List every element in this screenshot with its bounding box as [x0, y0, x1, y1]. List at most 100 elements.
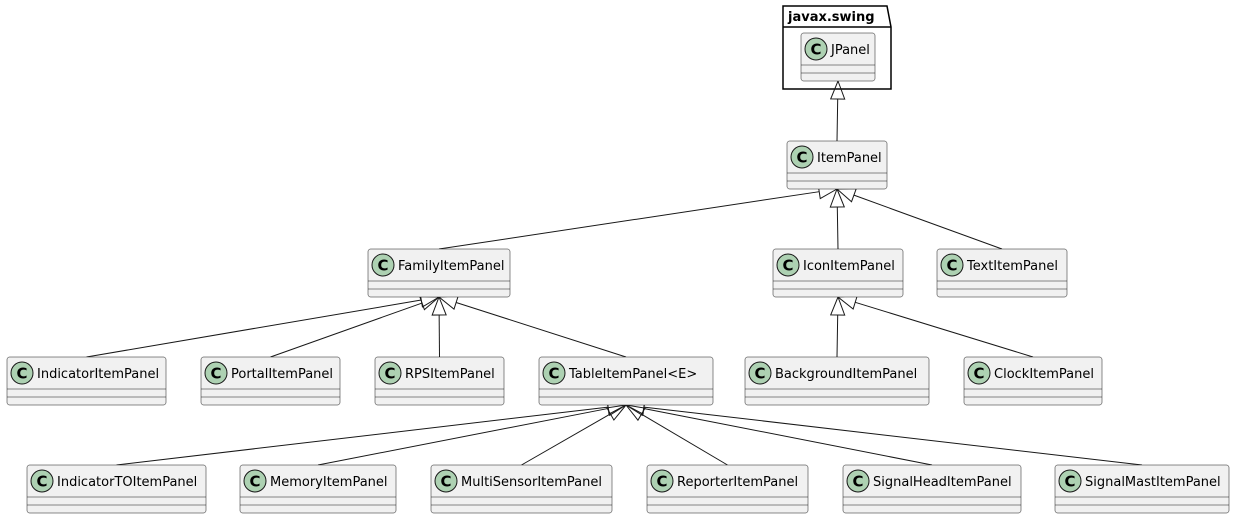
class-stereotype-icon [1058, 469, 1082, 493]
class-name: IconItemPanel [803, 259, 895, 274]
class-stereotype-icon [790, 145, 814, 169]
stereotype-letter: C [440, 473, 451, 491]
stereotype-letter: C [249, 473, 260, 491]
class-portal-item-panel[interactable]: C PortalItemPanel [200, 356, 341, 406]
inheritance-signal-head-item-panel-to-table-item-panel [624, 400, 933, 466]
generalization-arrowhead [829, 79, 846, 100]
class-stereotype-icon [940, 253, 964, 277]
stereotype-letter: C [377, 257, 388, 275]
class-box [26, 464, 207, 514]
generalization-arrowhead [606, 404, 628, 421]
class-box [374, 356, 505, 406]
generalization-arrowhead [829, 187, 846, 208]
inheritance-line [270, 302, 423, 358]
inheritance-line [317, 407, 609, 466]
class-box [538, 356, 714, 406]
stereotype-letter: C [548, 365, 559, 383]
inheritance-multi-sensor-item-panel-to-table-item-panel [521, 404, 628, 466]
class-stereotype-icon [650, 469, 674, 493]
class-name: FamilyItemPanel [398, 259, 505, 274]
generalization-arrowhead [829, 295, 846, 316]
class-box [646, 464, 809, 514]
class-stereotype-icon [371, 253, 395, 277]
inheritance-indicator-item-panel-to-family-item-panel [86, 292, 441, 358]
inheritance-line [836, 314, 839, 358]
class-multi-sensor-item-panel[interactable]: C MultiSensorItemPanel [430, 464, 613, 514]
class-stereotype-icon [804, 37, 828, 61]
class-name: TextItemPanel [966, 259, 1058, 274]
stereotype-letter: C [210, 365, 221, 383]
class-box [842, 464, 1022, 514]
inheritance-line [643, 406, 1143, 466]
class-name: IndicatorTOItemPanel [57, 475, 197, 490]
generalization-arrowhead [836, 295, 858, 310]
inheritance-item-panel-to-jpanel [829, 79, 846, 142]
inheritance-line [438, 191, 820, 250]
inheritance-background-item-panel-to-icon-item-panel [829, 295, 846, 358]
class-box [1054, 464, 1230, 514]
class-stereotype-icon [846, 469, 870, 493]
inheritance-line [853, 194, 1003, 250]
class-name: MultiSensorItemPanel [461, 475, 602, 490]
class-stereotype-icon [30, 469, 54, 493]
inheritance-line [836, 206, 839, 250]
class-stereotype-icon [204, 361, 228, 385]
class-name: SignalHeadItemPanel [873, 475, 1012, 490]
class-box [6, 356, 167, 406]
stereotype-letter: C [810, 41, 821, 59]
inheritance-line [836, 98, 839, 142]
class-stereotype-icon [378, 361, 402, 385]
inheritance-text-item-panel-to-item-panel [835, 188, 1003, 250]
class-box [772, 248, 904, 298]
inheritance-portal-item-panel-to-family-item-panel [270, 295, 441, 358]
class-name: PortalItemPanel [231, 367, 333, 382]
inheritance-line [521, 413, 611, 466]
class-name: JPanel [830, 43, 870, 58]
class-stereotype-icon [10, 361, 34, 385]
inheritance-line [855, 301, 1034, 358]
inheritance-line [86, 299, 422, 358]
class-name: SignalMastItemPanel [1085, 475, 1221, 490]
stereotype-letter: C [973, 365, 984, 383]
stereotype-letter: C [384, 365, 395, 383]
inheritance-line [641, 413, 728, 466]
class-stereotype-icon [542, 361, 566, 385]
class-name: IndicatorItemPanel [37, 367, 159, 382]
class-box [200, 356, 341, 406]
inheritance-clock-item-panel-to-icon-item-panel [836, 295, 1034, 358]
class-background-item-panel[interactable]: C BackgroundItemPanel [744, 356, 930, 406]
class-box [936, 248, 1068, 298]
class-stereotype-icon [243, 469, 267, 493]
class-signal-head-item-panel[interactable]: C SignalHeadItemPanel [842, 464, 1022, 514]
stereotype-letter: C [852, 473, 863, 491]
inheritance-rps-item-panel-to-family-item-panel [431, 295, 447, 358]
inheritance-line [643, 407, 933, 466]
class-box [963, 356, 1103, 406]
class-stereotype-icon [776, 253, 800, 277]
stereotype-letter: C [782, 257, 793, 275]
class-jpanel[interactable]: C JPanel [800, 32, 876, 82]
inheritance-line [455, 302, 627, 358]
class-box [367, 248, 511, 298]
class-table-item-panel[interactable]: C TableItemPanel<E> [538, 356, 714, 406]
class-icon-item-panel[interactable]: C IconItemPanel [772, 248, 904, 298]
class-box [744, 356, 930, 406]
class-name: BackgroundItemPanel [775, 367, 917, 382]
class-family-item-panel[interactable]: C FamilyItemPanel [367, 248, 511, 298]
stereotype-letter: C [754, 365, 765, 383]
class-stereotype-icon [748, 361, 772, 385]
stereotype-letter: C [796, 149, 807, 167]
generalization-arrowhead [437, 295, 459, 311]
inheritance-line [116, 406, 609, 466]
class-name: TableItemPanel<E> [568, 367, 697, 382]
